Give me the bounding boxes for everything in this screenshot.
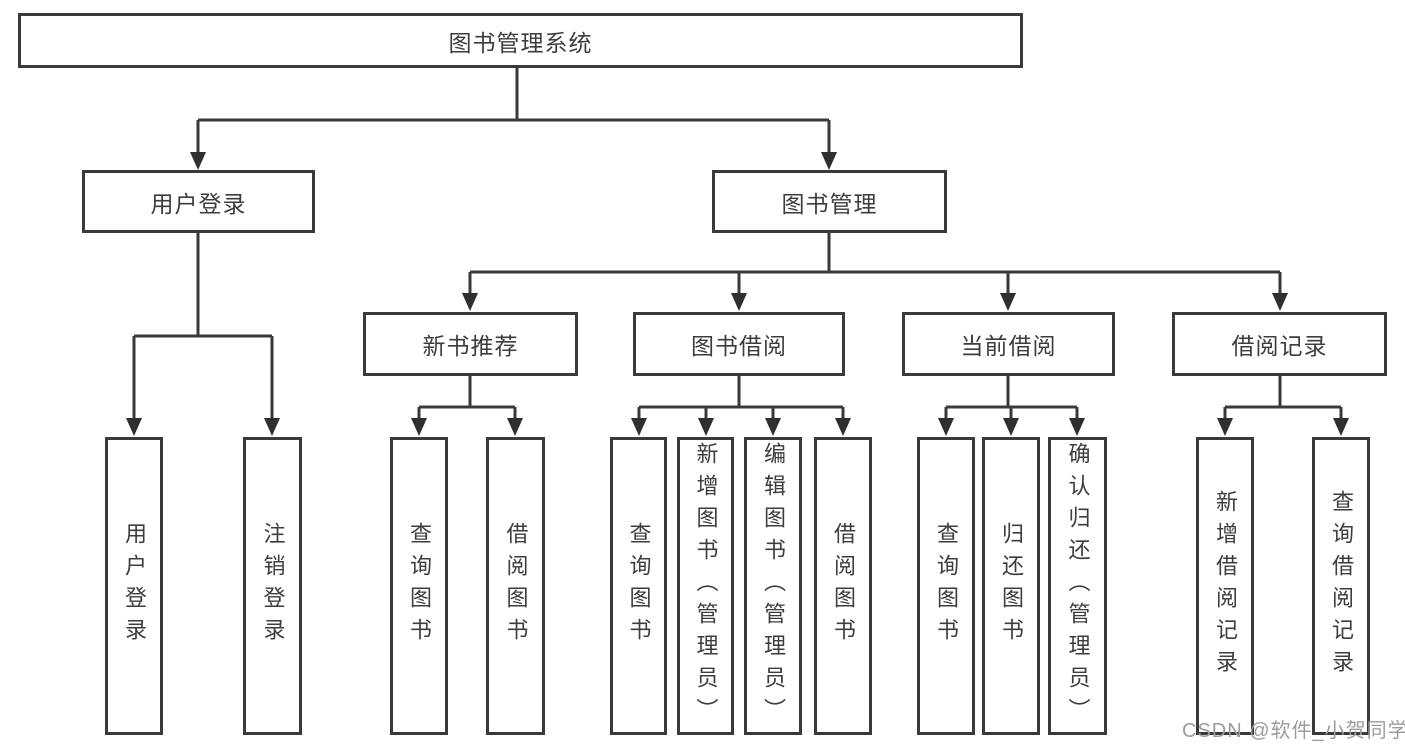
csdn-watermark: CSDN @软件_小贺同学: [1182, 720, 1405, 742]
leaf-add-borrowing-record: 新增借阅记录: [1196, 437, 1254, 735]
node-book-borrowing-label: 图书借阅: [691, 333, 787, 359]
arrow-icon: [1069, 418, 1085, 436]
leaf-add-books-admin: 新增图书（管理员）: [677, 437, 734, 735]
leaf-logout: 注销登录: [243, 437, 302, 735]
leaf-edit-books-admin: 编辑图书（管理员）: [744, 437, 802, 735]
leaf-confirm-return-admin: 确认归还（管理员）: [1048, 437, 1107, 735]
arrowheads: [126, 152, 1349, 436]
arrow-icon: [507, 418, 523, 436]
leaf-borrow-books-recommend-label: 借阅图书: [503, 522, 529, 650]
leaf-return-books-label: 归还图书: [999, 522, 1024, 650]
node-borrowing-records: 借阅记录: [1172, 312, 1387, 376]
arrow-icon: [126, 418, 142, 436]
leaf-confirm-return-admin-label: 确认归还（管理员）: [1065, 442, 1091, 730]
arrow-icon: [698, 418, 714, 436]
leaf-query-borrowing-record: 查询借阅记录: [1312, 437, 1370, 735]
leaf-borrow-books-borrowing-label: 借阅图书: [831, 522, 856, 650]
leaf-edit-books-admin-label: 编辑图书（管理员）: [761, 442, 786, 730]
leaf-query-books-current-label: 查询图书: [934, 522, 959, 650]
leaf-return-books: 归还图书: [982, 437, 1040, 735]
arrow-icon: [1003, 418, 1019, 436]
leaf-query-borrowing-record-label: 查询借阅记录: [1329, 490, 1354, 682]
arrow-icon: [1333, 418, 1349, 436]
arrow-icon: [411, 418, 427, 436]
leaf-add-books-admin-label: 新增图书（管理员）: [693, 442, 719, 730]
node-current-borrowing: 当前借阅: [902, 312, 1115, 376]
connector-recommend-to-leaves: [417, 376, 517, 419]
leaf-query-books-current: 查询图书: [917, 437, 975, 735]
arrow-icon: [190, 152, 206, 170]
node-book-borrowing: 图书借阅: [633, 312, 845, 376]
node-book-management: 图书管理: [712, 170, 947, 233]
arrow-icon: [731, 293, 747, 311]
connector-current-to-leaves: [944, 376, 1079, 419]
arrow-icon: [1272, 293, 1288, 311]
leaf-user-login-label: 用户登录: [122, 522, 147, 650]
leaf-logout-label: 注销登录: [260, 522, 286, 650]
leaf-user-login: 用户登录: [105, 437, 163, 735]
connector-root-to-level1: [196, 68, 831, 153]
connector-records-to-leaves: [1223, 376, 1343, 419]
leaf-borrow-books-recommend: 借阅图书: [486, 437, 545, 735]
leaf-borrow-books-borrowing: 借阅图书: [814, 437, 872, 735]
arrow-icon: [631, 418, 647, 436]
connector-userlogin-to-leaves: [132, 233, 274, 419]
node-user-login-label: 用户登录: [150, 190, 247, 217]
leaf-query-books-borrowing-label: 查询图书: [626, 522, 652, 650]
leaf-query-books-recommend: 查询图书: [390, 437, 448, 735]
arrow-icon: [821, 152, 837, 170]
leaf-add-borrowing-record-label: 新增借阅记录: [1213, 490, 1238, 682]
node-user-login: 用户登录: [82, 170, 315, 233]
connector-borrowing-to-leaves: [637, 376, 845, 419]
node-new-book-recommendation: 新书推荐: [363, 312, 578, 376]
leaf-query-books-borrowing: 查询图书: [610, 437, 667, 735]
node-root-label: 图书管理系统: [448, 29, 593, 56]
arrow-icon: [462, 293, 478, 311]
arrow-icon: [1217, 418, 1233, 436]
node-current-borrowing-label: 当前借阅: [960, 333, 1057, 359]
arrow-icon: [1000, 293, 1016, 311]
leaf-query-books-recommend-label: 查询图书: [407, 522, 432, 650]
arrow-icon: [835, 418, 851, 436]
node-borrowing-records-label: 借阅记录: [1231, 333, 1328, 359]
node-root: 图书管理系统: [18, 13, 1023, 68]
connector-bookmgmt-to-level2: [468, 233, 1282, 294]
arrow-icon: [264, 418, 280, 436]
arrow-icon: [938, 418, 954, 436]
node-book-management-label: 图书管理: [781, 190, 878, 217]
node-new-book-recommendation-label: 新书推荐: [422, 333, 519, 359]
arrow-icon: [765, 418, 781, 436]
